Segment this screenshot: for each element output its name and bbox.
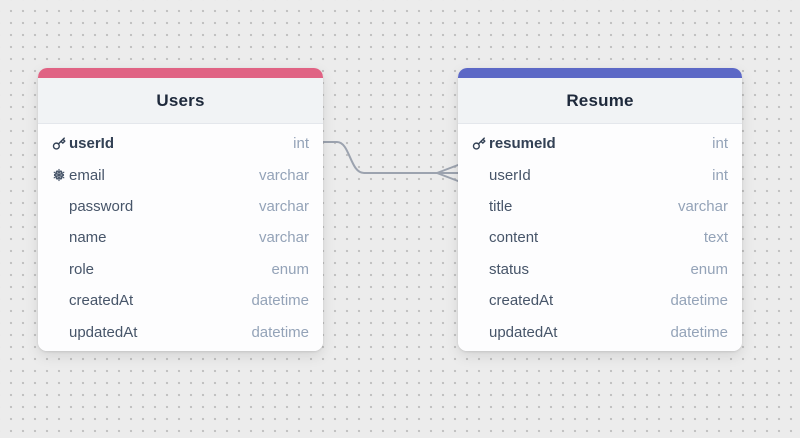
field-type: varchar — [677, 197, 728, 215]
field-name: email — [69, 166, 105, 184]
field-row-resume-content[interactable]: content text — [458, 222, 742, 253]
field-type: int — [293, 135, 309, 153]
icon-slot-empty — [472, 230, 489, 245]
field-name: name — [69, 229, 107, 247]
field-row-users-createdAt[interactable]: createdAt datetime — [38, 285, 323, 316]
table-resume[interactable]: Resume resumeId int userId int title varchar c… — [458, 68, 742, 351]
field-type: datetime — [670, 323, 728, 341]
field-row-users-updatedAt[interactable]: updatedAt datetime — [38, 316, 323, 347]
field-row-resume-title[interactable]: title varchar — [458, 191, 742, 222]
field-name: status — [489, 260, 530, 278]
field-name: userId — [489, 166, 531, 184]
field-type: enum — [271, 260, 309, 278]
field-type: varchar — [258, 229, 309, 247]
field-row-resume-createdAt[interactable]: createdAt datetime — [458, 285, 742, 316]
icon-slot-empty — [472, 199, 489, 214]
relationship-connector[interactable] — [320, 128, 462, 192]
field-row-resume-updatedAt[interactable]: updatedAt datetime — [458, 316, 742, 347]
field-type: datetime — [670, 292, 728, 310]
field-row-resume-status[interactable]: status enum — [458, 254, 742, 285]
field-type: datetime — [251, 323, 309, 341]
field-type: varchar — [258, 197, 309, 215]
field-name: title — [489, 197, 513, 215]
field-type: int — [712, 166, 728, 184]
field-name: userId — [69, 135, 115, 153]
table-title-users[interactable]: Users — [38, 78, 323, 124]
table-title-resume[interactable]: Resume — [458, 78, 742, 124]
field-row-resume-userId[interactable]: userId int — [458, 159, 742, 190]
icon-slot-empty — [52, 199, 69, 214]
field-type: int — [712, 135, 728, 153]
table-accent-bar — [38, 68, 323, 78]
field-row-users-role[interactable]: role enum — [38, 254, 323, 285]
field-name: password — [69, 197, 134, 215]
key-icon — [52, 136, 69, 151]
crow-foot-icon — [436, 164, 459, 182]
table-fields-resume: resumeId int userId int title varchar content t… — [458, 124, 742, 351]
field-row-users-email[interactable]: email varchar — [38, 159, 323, 190]
field-name: updatedAt — [489, 323, 558, 341]
field-name: createdAt — [489, 292, 554, 310]
field-row-users-password[interactable]: password varchar — [38, 191, 323, 222]
field-type: text — [703, 229, 728, 247]
icon-slot-empty — [52, 262, 69, 277]
icon-slot-empty — [472, 262, 489, 277]
icon-slot-empty — [52, 230, 69, 245]
field-type: varchar — [258, 166, 309, 184]
field-name: content — [489, 229, 539, 247]
icon-slot-empty — [472, 168, 489, 183]
field-type: datetime — [251, 292, 309, 310]
table-users[interactable]: Users userId int email varchar password varch… — [38, 68, 323, 351]
key-icon — [472, 136, 489, 151]
table-accent-bar — [458, 68, 742, 78]
field-name: role — [69, 260, 95, 278]
field-type: enum — [690, 260, 728, 278]
icon-slot-empty — [52, 325, 69, 340]
field-row-users-name[interactable]: name varchar — [38, 222, 323, 253]
relationship-line[interactable] — [320, 141, 438, 174]
field-name: createdAt — [69, 292, 134, 310]
field-row-resume-resumeId[interactable]: resumeId int — [458, 128, 742, 159]
field-row-users-userId[interactable]: userId int — [38, 128, 323, 159]
icon-slot-empty — [472, 293, 489, 308]
field-name: resumeId — [489, 135, 556, 153]
snowflake-icon — [52, 168, 69, 183]
field-name: updatedAt — [69, 323, 138, 341]
icon-slot-empty — [472, 325, 489, 340]
icon-slot-empty — [52, 293, 69, 308]
